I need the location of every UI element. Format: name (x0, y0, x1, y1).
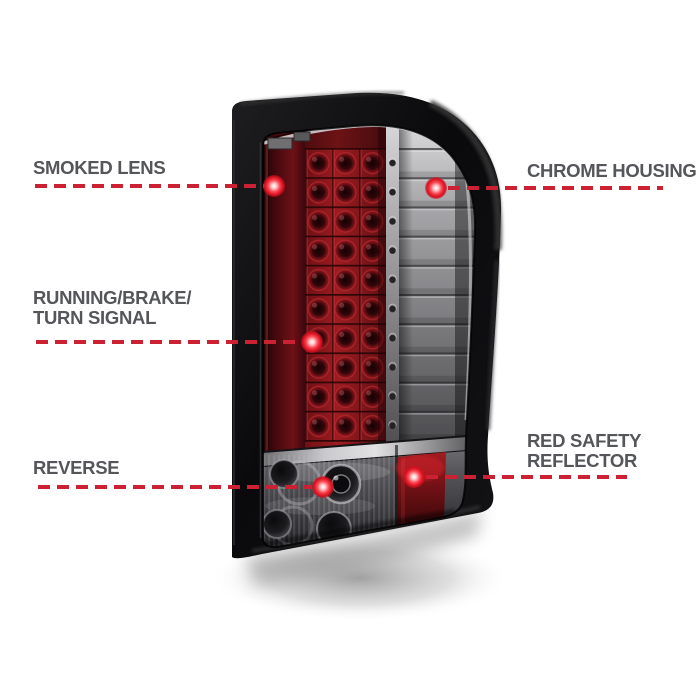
chrome-divider-strip (386, 126, 399, 458)
callout-dash (38, 485, 312, 489)
ground-shadow (208, 510, 512, 622)
reverse-label: REVERSE (33, 457, 120, 478)
callout-dot-icon (403, 466, 425, 488)
chrome-housing-label: CHROME HOUSING (527, 160, 697, 181)
callout-dot-icon (312, 476, 334, 498)
smoked-lens-label: SMOKED LENS (33, 157, 166, 178)
callout-dot-icon (425, 177, 447, 199)
smoked-lens-strip (263, 125, 305, 460)
callout-dot-icon (263, 175, 285, 197)
running-brake-turn-signal-label: RUNNING/BRAKE/ TURN SIGNAL (33, 287, 192, 328)
red-safety-reflector-label: RED SAFETY REFLECTOR (527, 430, 642, 471)
led-brake-panel (305, 125, 386, 460)
chrome-housing-slats (399, 125, 476, 460)
callout-dash (448, 186, 663, 190)
lens-outline (262, 124, 477, 549)
callout-dash (36, 340, 301, 344)
callout-dash (35, 184, 275, 188)
callout-dot-icon (301, 331, 323, 353)
lens-bottom-shadow (263, 509, 456, 548)
callout-dash (426, 475, 627, 479)
